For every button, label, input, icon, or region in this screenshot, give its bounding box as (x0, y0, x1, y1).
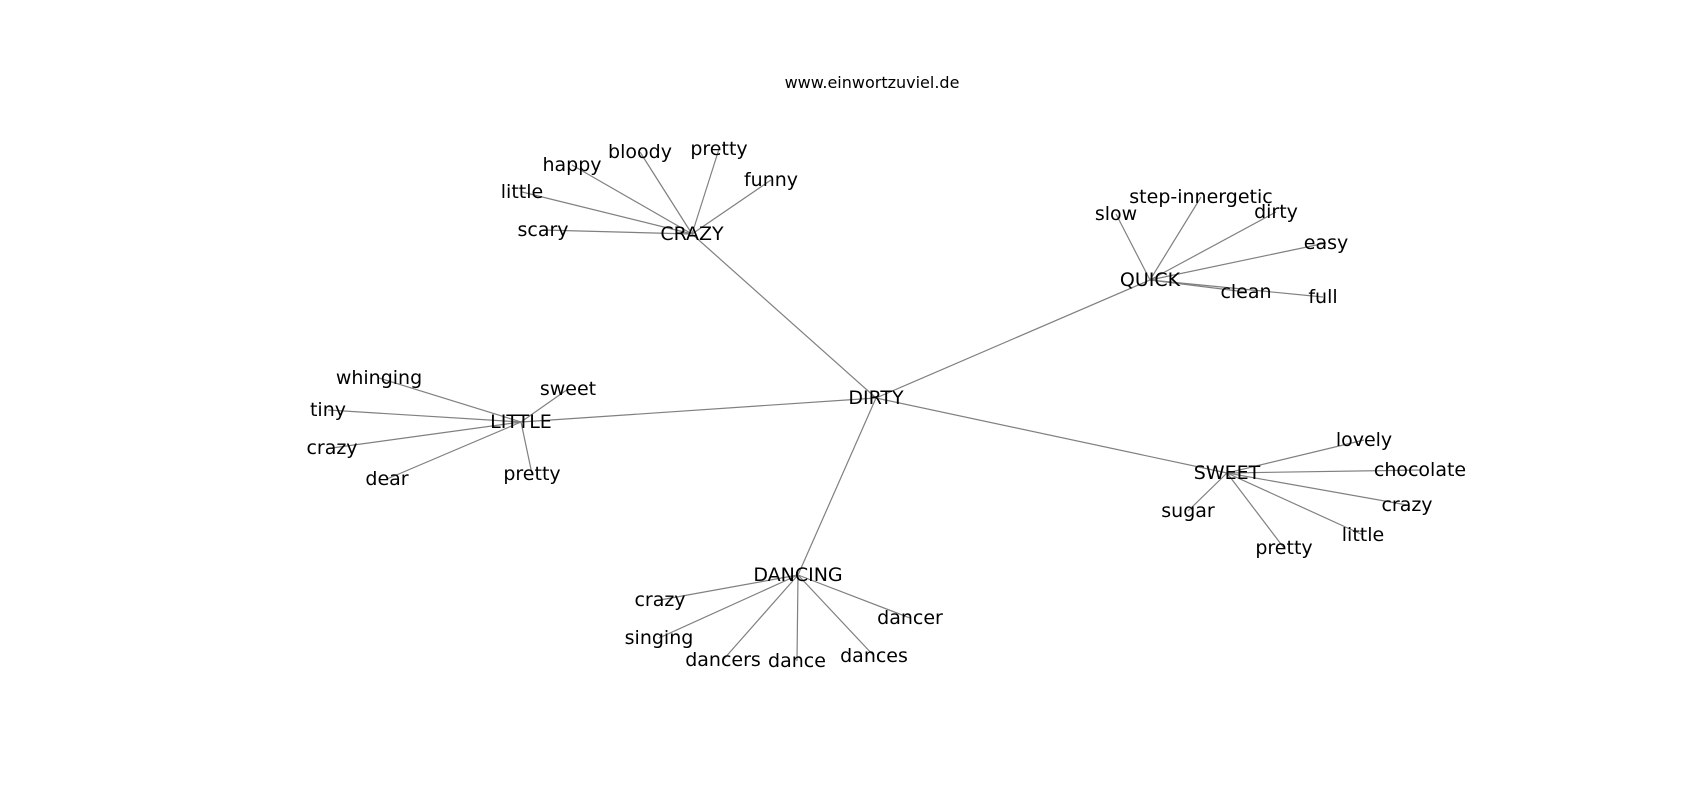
edge-crazy-scary (542, 229, 693, 235)
leaf-word-label: bloody (608, 141, 672, 163)
edge-sweet-lovely (1226, 439, 1365, 474)
leaf-word-label: dancers (685, 649, 761, 671)
leaf-word-label: singing (625, 627, 694, 649)
edge-dancing-crazy (659, 574, 799, 601)
edge-crazy-pretty (691, 148, 720, 235)
leaf-word-label: crazy (634, 589, 685, 611)
edge-sweet-crazy (1226, 472, 1408, 506)
leaf-word-label: lovely (1336, 429, 1392, 451)
edge-dancing-dancers (722, 574, 799, 661)
edge-quick-step-innergetic (1149, 196, 1202, 281)
edge-little-pretty (520, 421, 533, 475)
edge-sweet-sugar (1187, 472, 1228, 512)
labels-layer: DIRTY CRAZY scary little happy bloody pretty fu… (306, 138, 1466, 672)
edge-quick-easy (1149, 242, 1327, 281)
cluster-node-label: LITTLE (490, 411, 552, 433)
edge-root-crazy (691, 233, 877, 399)
leaf-word-label: slow (1095, 203, 1137, 225)
edge-root-little (520, 397, 877, 423)
leaf-word-label: happy (542, 154, 601, 176)
edge-little-dear (386, 421, 522, 480)
edge-crazy-happy (571, 164, 693, 235)
edge-dancing-dance (796, 574, 799, 662)
leaf-word-label: sweet (540, 378, 596, 400)
edge-little-whinging (378, 377, 522, 423)
leaf-word-label: full (1308, 286, 1337, 308)
leaf-word-label: easy (1304, 232, 1348, 254)
leaf-word-label: dear (365, 468, 408, 490)
edge-little-sweet (520, 388, 569, 423)
leaf-word-label: pretty (503, 463, 560, 485)
edge-little-crazy (331, 421, 522, 449)
edge-crazy-bloody (639, 151, 693, 235)
leaf-word-label: little (501, 181, 543, 203)
edge-root-sweet (875, 397, 1228, 474)
cluster-node-label: SWEET (1194, 462, 1261, 484)
edge-little-tiny (327, 409, 522, 423)
leaf-word-label: scary (517, 219, 568, 241)
edge-sweet-chocolate (1226, 469, 1421, 474)
leaf-word-label: clean (1220, 281, 1271, 303)
leaf-word-label: tiny (310, 399, 346, 421)
edge-root-quick (875, 279, 1151, 399)
cluster-node-label: QUICK (1120, 269, 1181, 291)
edge-dancing-dancer (797, 574, 911, 619)
leaf-word-label: funny (744, 169, 798, 191)
edge-root-dancing (797, 397, 877, 576)
edge-dancing-singing (658, 574, 799, 639)
edge-crazy-funny (691, 179, 772, 235)
edge-quick-slow (1115, 213, 1151, 281)
edge-sweet-pretty (1226, 472, 1285, 549)
leaf-word-label: sugar (1161, 500, 1215, 522)
edge-quick-full (1149, 279, 1324, 298)
edge-dancing-dances (797, 574, 875, 657)
leaf-word-label: dances (840, 645, 908, 667)
edge-crazy-little (521, 191, 693, 235)
leaf-word-label: little (1342, 524, 1384, 546)
root-node-label: DIRTY (848, 387, 904, 409)
site-url: www.einwortzuviel.de (785, 73, 960, 92)
leaf-word-label: pretty (1255, 537, 1312, 559)
cluster-node-label: DANCING (753, 564, 842, 586)
leaf-word-label: crazy (306, 437, 357, 459)
cluster-node-label: CRAZY (660, 223, 724, 245)
leaf-word-label: whinging (336, 367, 422, 389)
leaf-word-label: chocolate (1374, 459, 1466, 481)
edge-quick-dirty (1149, 211, 1277, 281)
leaf-word-label: crazy (1381, 494, 1432, 516)
edges-layer (327, 148, 1421, 662)
leaf-word-label: step-innergetic (1129, 186, 1272, 208)
leaf-word-label: dirty (1254, 201, 1298, 223)
leaf-word-label: dance (768, 650, 826, 672)
edge-sweet-little (1226, 472, 1364, 536)
leaf-word-label: pretty (690, 138, 747, 160)
leaf-word-label: dancer (877, 607, 943, 629)
